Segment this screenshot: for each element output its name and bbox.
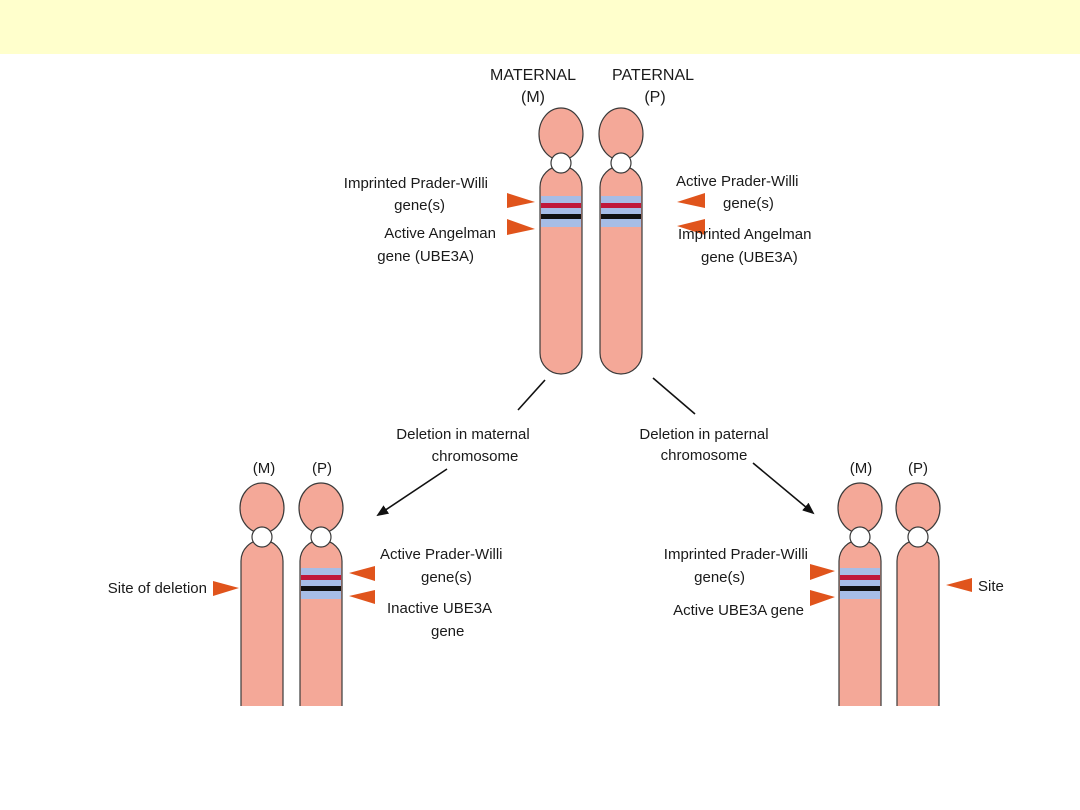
ube3a-band-black <box>541 214 581 219</box>
pointer-top-left-pw <box>507 193 535 208</box>
top-right-pw-line1: Active Prader-Willi <box>676 173 799 190</box>
top-left-ang-line1: Active Angelman <box>384 225 496 242</box>
top-right-ang-line1: Imprinted Angelman <box>678 226 811 243</box>
bottom-right-paternal-chromosome <box>895 482 941 706</box>
pw-band-red <box>541 203 581 208</box>
top-left-pw-line2: gene(s) <box>394 197 445 214</box>
connector-left <box>517 379 546 411</box>
pointer-bottom-right-site <box>946 578 972 592</box>
pointer-bottom-left-site <box>213 581 239 596</box>
bottom-left-m-abbr: (M) <box>253 460 276 477</box>
pointer-top-right-pw <box>677 193 705 208</box>
maternal-abbr: (M) <box>521 89 545 106</box>
bottom-right-p-abbr: (P) <box>908 460 928 477</box>
top-right-pw-line2: gene(s) <box>723 195 774 212</box>
bottom-left-pw-line2: gene(s) <box>421 569 472 586</box>
bottom-left-paternal-chromosome <box>298 482 344 706</box>
pointer-top-left-ang <box>507 219 535 235</box>
bottom-left-ube-line2: gene <box>431 623 464 640</box>
paternal-label: PATERNAL <box>612 67 694 84</box>
pointer-bottom-right-pw <box>810 564 835 580</box>
arrow-left-line1: Deletion in maternal <box>396 426 529 443</box>
paternal-abbr: (P) <box>644 89 665 106</box>
bottom-right-ube-line1: Active UBE3A gene <box>673 602 804 619</box>
bottom-right-pw-line1: Imprinted Prader-Willi <box>664 546 808 563</box>
bottom-right-m-abbr: (M) <box>850 460 873 477</box>
arrow-left-line2: chromosome <box>432 448 519 465</box>
arrow-right <box>752 462 815 515</box>
bottom-left-site-label: Site of deletion <box>108 580 207 597</box>
pointer-bottom-left-ube <box>349 590 375 604</box>
bottom-left-ube-line1: Inactive UBE3A <box>387 600 492 617</box>
pw-band-top <box>541 196 581 203</box>
bottom-right-pw-line2: gene(s) <box>694 569 745 586</box>
pointer-bottom-left-pw <box>349 566 375 581</box>
bottom-left-p-abbr: (P) <box>312 460 332 477</box>
arrow-right-line2: chromosome <box>661 447 748 464</box>
title-banner <box>0 0 1080 54</box>
maternal-label: MATERNAL <box>490 67 576 84</box>
pointer-bottom-right-ube <box>810 590 835 606</box>
bottom-right-maternal-chromosome <box>837 482 883 706</box>
arrow-right-line1: Deletion in paternal <box>639 426 768 443</box>
arrow-left <box>376 468 448 517</box>
diagram-figure: MATERNAL (M) PATERNAL (P) Imprinted Prad… <box>73 54 1007 706</box>
top-paternal-chromosome <box>598 107 644 375</box>
top-left-ang-line2: gene (UBE3A) <box>377 248 474 265</box>
bottom-right-site-partial: Site <box>978 578 1004 595</box>
top-maternal-chromosome <box>538 107 584 375</box>
top-left-pw-line1: Imprinted Prader-Willi <box>344 175 488 192</box>
top-right-ang-line2: gene (UBE3A) <box>701 249 798 266</box>
bottom-left-pw-line1: Active Prader-Willi <box>380 546 503 563</box>
bottom-left-maternal-chromosome <box>239 482 285 706</box>
connector-right <box>652 377 696 415</box>
pointer-top-right-ang <box>677 219 705 235</box>
